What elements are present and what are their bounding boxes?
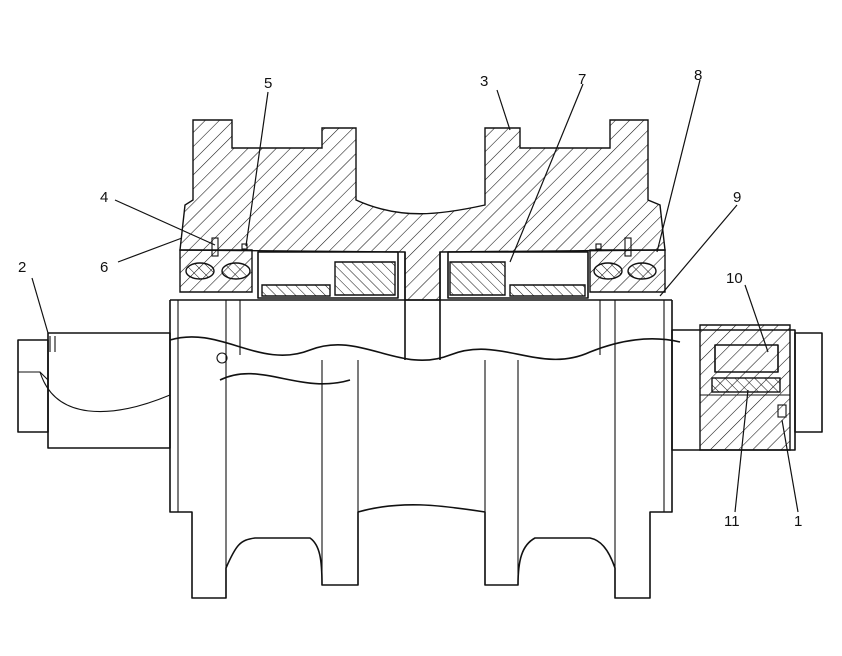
callout-6: 6 [100,259,108,276]
roller-body [169,300,673,599]
callout-2: 2 [18,259,26,276]
callout-labels: 1 2 3 4 5 6 7 8 9 10 11 [18,67,802,530]
callout-3: 3 [480,73,488,90]
callout-1: 1 [794,513,802,530]
leader-lines [31,79,799,513]
callout-11: 11 [724,513,740,530]
right-collar [699,324,791,451]
callout-7: 7 [578,71,586,88]
roller-shell-section [170,119,672,360]
callout-9: 9 [733,189,741,206]
callout-4: 4 [100,189,108,206]
callout-10: 10 [726,270,743,287]
callout-5: 5 [264,75,272,92]
callout-8: 8 [694,67,702,84]
